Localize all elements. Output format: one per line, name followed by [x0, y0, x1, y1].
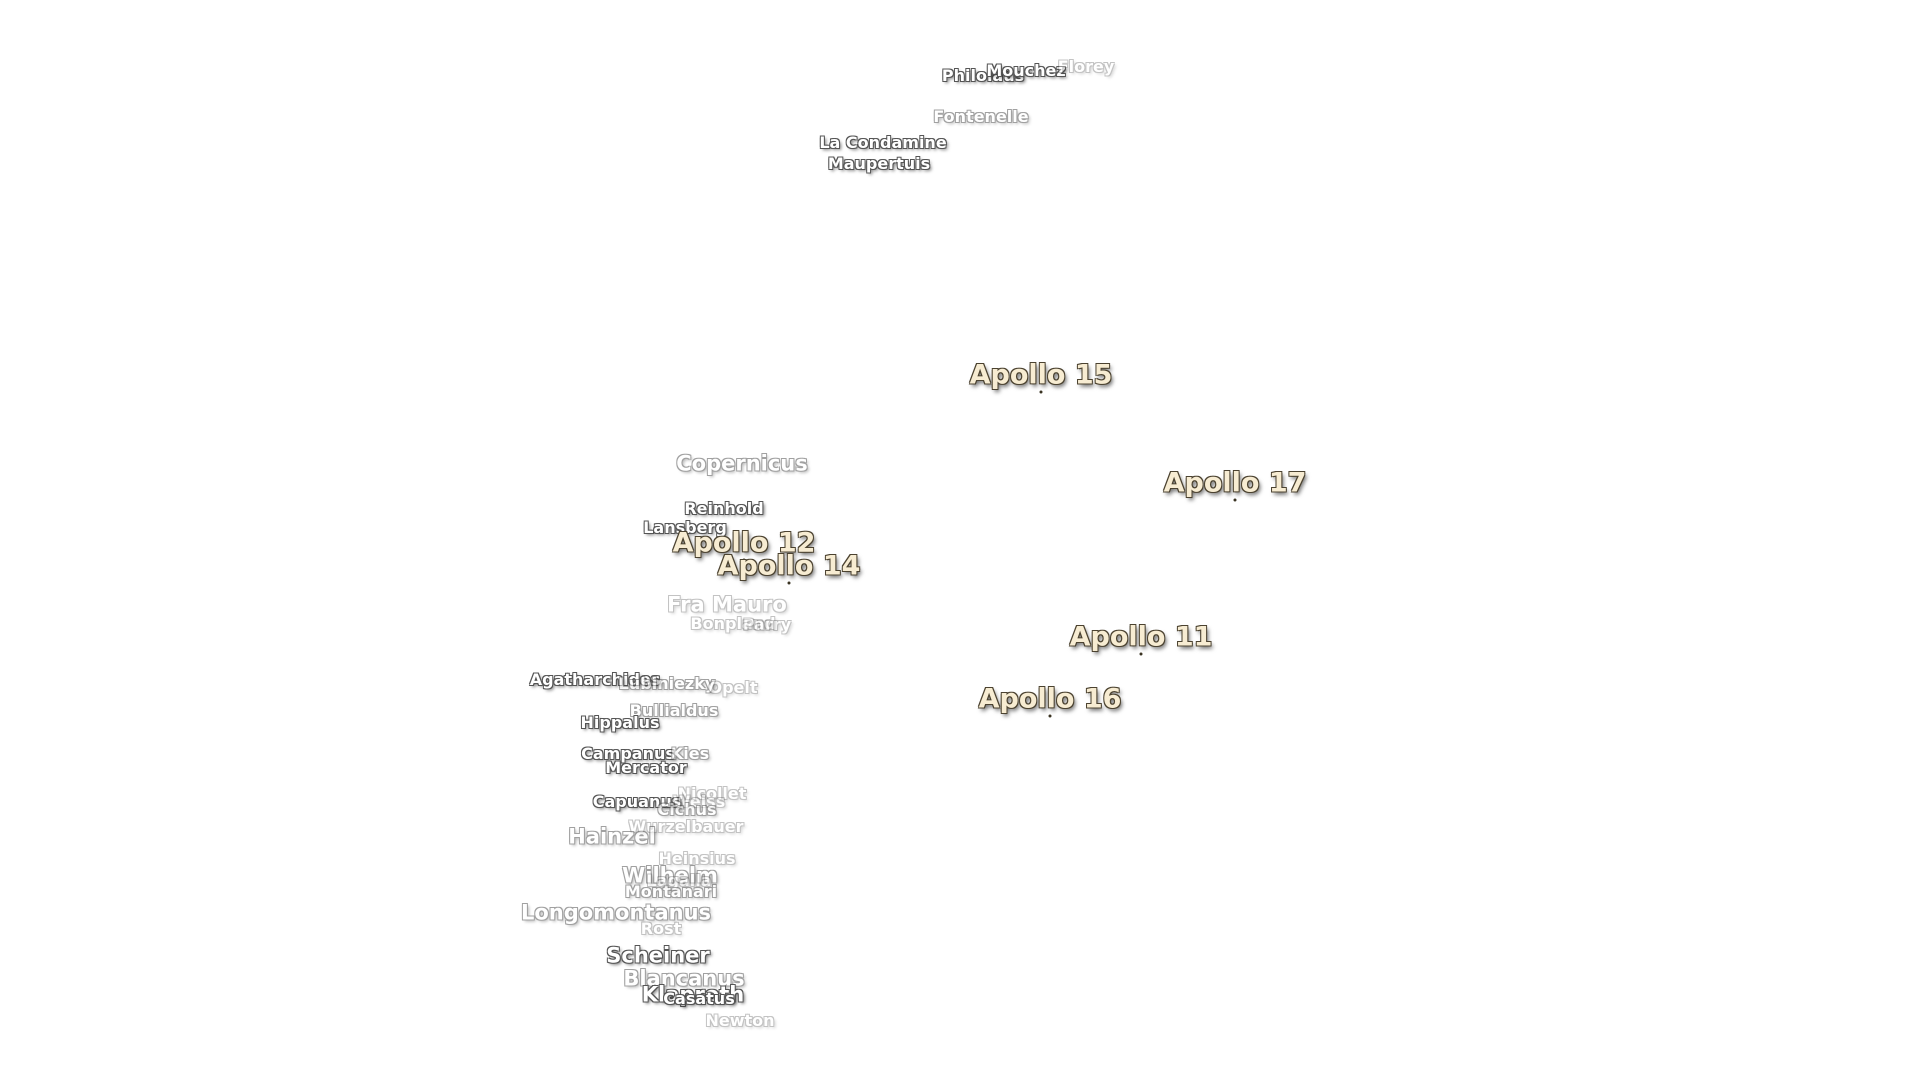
- crater-label-wilhelm[interactable]: Wilhelm: [622, 863, 718, 888]
- crater-label-hippalus[interactable]: Hippalus: [580, 713, 660, 732]
- apollo-16-site-marker[interactable]: [1048, 714, 1052, 718]
- crater-label-lagalla[interactable]: Lagalla: [646, 871, 712, 890]
- crater-label-mercator[interactable]: Mercator: [605, 758, 687, 777]
- apollo-17-site-marker[interactable]: [1233, 498, 1237, 502]
- apollo-14-label[interactable]: Apollo 14: [717, 550, 861, 582]
- crater-label-fra-mauro[interactable]: Fra Mauro: [667, 592, 787, 617]
- crater-label-wurzelbauer[interactable]: Wurzelbauer: [628, 817, 744, 836]
- crater-label-nicollet[interactable]: Nicollet: [677, 784, 747, 803]
- crater-label-cichus[interactable]: Cichus: [657, 800, 717, 819]
- crater-label-hainzel[interactable]: Hainzel: [568, 824, 656, 849]
- crater-label-heinsius[interactable]: Heinsius: [658, 849, 736, 868]
- crater-label-scheiner[interactable]: Scheiner: [606, 943, 710, 968]
- crater-label-longomontanus[interactable]: Longomontanus: [520, 900, 712, 925]
- apollo-11-site-marker[interactable]: [1139, 652, 1143, 656]
- apollo-16-label[interactable]: Apollo 16: [978, 683, 1122, 715]
- crater-label-maupertuis[interactable]: Maupertuis: [827, 154, 931, 173]
- crater-label-philolaus[interactable]: Philolaus: [941, 66, 1025, 85]
- apollo-12-label[interactable]: Apollo 12: [672, 527, 816, 559]
- crater-label-fontenelle[interactable]: Fontenelle: [933, 107, 1029, 126]
- crater-label-agatharchides[interactable]: Agatharchides: [529, 670, 661, 689]
- crater-label-bonpland[interactable]: Bonpland: [690, 614, 776, 633]
- crater-label-parry[interactable]: Parry: [742, 615, 792, 634]
- crater-label-la-condamine[interactable]: La Condamine: [819, 133, 947, 152]
- crater-label-lubiniezky[interactable]: Lubiniezky: [618, 674, 716, 693]
- crater-label-casatus[interactable]: Casatus: [663, 989, 735, 1008]
- crater-label-bullialdus[interactable]: Bullialdus: [629, 701, 719, 720]
- crater-label-mouchez[interactable]: Mouchez: [986, 61, 1066, 80]
- apollo-14-site-marker[interactable]: [787, 581, 791, 585]
- apollo-15-label[interactable]: Apollo 15: [969, 359, 1113, 391]
- crater-label-opelt[interactable]: Opelt: [708, 678, 758, 697]
- apollo-17-label[interactable]: Apollo 17: [1163, 467, 1307, 499]
- crater-label-kies[interactable]: Kies: [670, 744, 710, 763]
- crater-label-blancanus[interactable]: Blancanus: [623, 966, 745, 991]
- crater-label-florey[interactable]: Florey: [1057, 57, 1115, 76]
- crater-label-montanari[interactable]: Montanari: [624, 882, 718, 901]
- crater-label-rost[interactable]: Rost: [640, 919, 682, 938]
- apollo-15-site-marker[interactable]: [1039, 390, 1043, 394]
- crater-label-weiss[interactable]: Weiss: [672, 792, 726, 811]
- crater-label-reinhold[interactable]: Reinhold: [684, 499, 764, 518]
- crater-label-copernicus[interactable]: Copernicus: [676, 451, 808, 476]
- apollo-11-label[interactable]: Apollo 11: [1069, 621, 1213, 653]
- crater-label-capuanus[interactable]: Capuanus: [592, 792, 682, 811]
- crater-label-newton[interactable]: Newton: [705, 1011, 775, 1030]
- crater-label-campanus[interactable]: Campanus: [581, 744, 675, 763]
- crater-label-lansberg[interactable]: Lansberg: [643, 518, 727, 537]
- apollo-12-site-marker[interactable]: [742, 558, 746, 562]
- crater-label-klaproth[interactable]: Klaproth: [641, 982, 745, 1007]
